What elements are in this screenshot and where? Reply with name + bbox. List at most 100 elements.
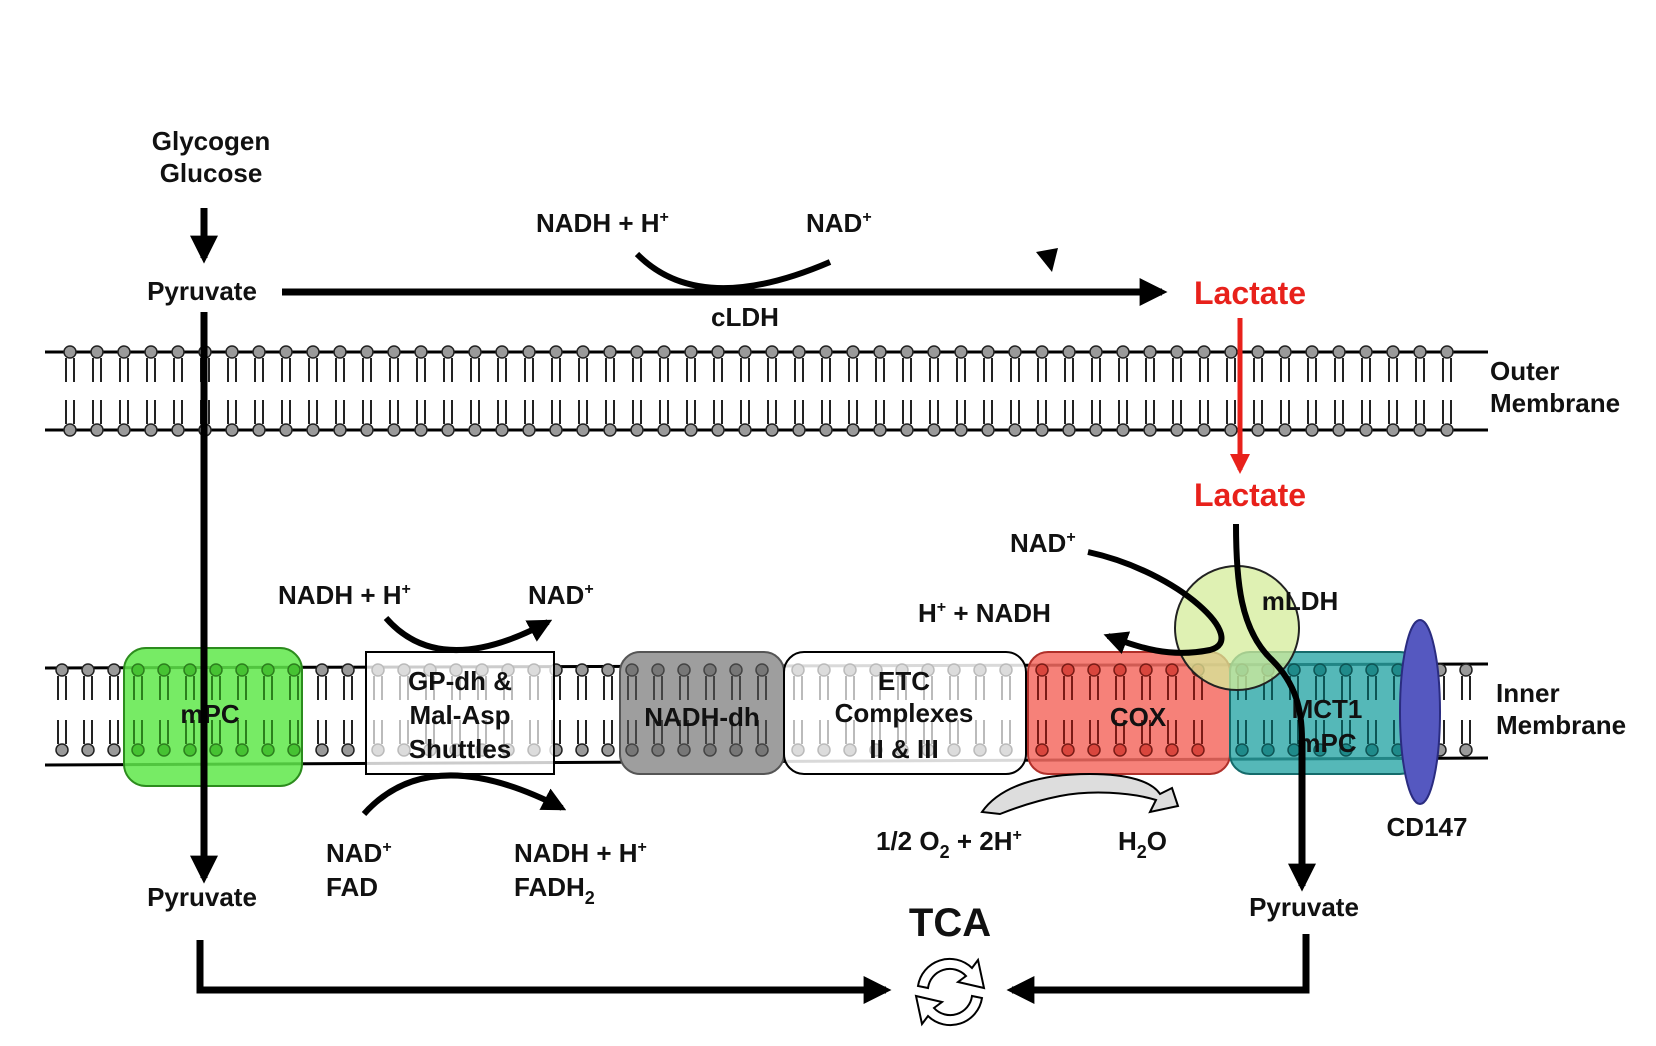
etc-complexes: ETC Complexes II & III	[783, 651, 1027, 775]
etc-label-1: ETC	[878, 666, 930, 696]
arrowhead-glyph	[1036, 248, 1058, 272]
lipid-molecule	[423, 663, 437, 757]
lipid-molecule	[371, 663, 385, 757]
lipid-molecule	[1359, 345, 1373, 437]
pyruvate-right-label: Pyruvate	[1249, 892, 1359, 922]
lipid-molecule	[1278, 345, 1292, 437]
lipid-molecule	[449, 663, 463, 757]
mldh-reaction-curve	[1087, 549, 1225, 656]
lipid-molecule	[817, 663, 831, 757]
lipid-molecule	[1440, 345, 1454, 437]
lipid-molecule	[1116, 345, 1130, 437]
lipid-molecule	[315, 663, 329, 757]
tca-cycle-icon	[914, 957, 986, 1027]
fad-bottom-label: FAD	[326, 872, 378, 902]
lipid-molecule	[973, 663, 987, 757]
pyruvate-left-label: Pyruvate	[147, 882, 257, 912]
lipid-molecule	[819, 345, 833, 437]
shuttles-box: GP-dh & Mal-Asp Shuttles	[365, 651, 555, 775]
nad-mldh-label: NAD+	[1010, 528, 1076, 558]
lipid-molecule	[999, 663, 1013, 757]
inner-membrane-label-2: Membrane	[1496, 710, 1626, 740]
lipid-molecule	[1062, 345, 1076, 437]
cox-reaction-arrow	[980, 772, 1180, 816]
lipid-molecule	[657, 345, 671, 437]
lipid-molecule	[144, 345, 158, 437]
lipid-molecule	[1113, 663, 1127, 757]
mpc-transporter: mPC	[123, 647, 303, 787]
lipid-molecule	[306, 345, 320, 437]
lipid-molecule	[333, 345, 347, 437]
outer-membrane-label-1: Outer	[1490, 356, 1559, 386]
lipid-molecule	[1139, 663, 1153, 757]
lipid-molecule	[921, 663, 935, 757]
lipid-molecule	[1459, 663, 1473, 757]
lipid-molecule	[729, 663, 743, 757]
glucose-label: Glucose	[160, 158, 263, 188]
lipid-molecule	[792, 345, 806, 437]
outer-membrane-label-2: Membrane	[1490, 388, 1620, 418]
tca-label: TCA	[909, 901, 991, 945]
lipid-molecule	[895, 663, 909, 757]
lipid-molecule	[261, 663, 275, 757]
lipid-molecule	[522, 345, 536, 437]
lipid-molecule	[1332, 345, 1346, 437]
h2o-label: H2O	[1118, 826, 1167, 862]
lipid-molecule	[209, 663, 223, 757]
lipid-molecule	[1165, 663, 1179, 757]
lipid-molecule	[157, 663, 171, 757]
lipid-molecule	[601, 663, 615, 757]
pyruvate-top-label: Pyruvate	[147, 276, 257, 306]
lipid-molecule	[225, 345, 239, 437]
lipid-molecule	[1251, 345, 1265, 437]
lipid-molecule	[235, 663, 249, 757]
outer-membrane	[45, 345, 1488, 437]
lipid-molecule	[279, 345, 293, 437]
left-to-tca-arrow	[196, 940, 892, 1004]
lipid-molecule	[576, 345, 590, 437]
lipid-molecule	[55, 663, 69, 757]
mldh-label: mLDH	[1262, 586, 1339, 616]
lipid-molecule	[684, 345, 698, 437]
lipid-molecule	[549, 345, 563, 437]
lactate-into-matrix-curve	[1233, 523, 1305, 741]
lipid-molecule	[981, 345, 995, 437]
lipid-molecule	[1339, 663, 1353, 757]
fadh2-bottom-label: FADH2	[514, 872, 595, 908]
lipid-molecule	[171, 345, 185, 437]
lipid-molecule	[131, 663, 145, 757]
shuttles-label-1: GP-dh &	[408, 666, 512, 696]
cox-label: COX	[1110, 702, 1167, 732]
lactate-top-label: Lactate	[1194, 275, 1306, 311]
lipid-molecule	[843, 663, 857, 757]
lipid-molecule	[252, 345, 266, 437]
nad-bottom-label: NAD+	[326, 838, 392, 868]
lipid-molecule	[81, 663, 95, 757]
nadh-dh-label: NADH-dh	[644, 702, 760, 732]
nad-shuttle-label: NAD+	[528, 580, 594, 610]
lipid-molecule	[1197, 345, 1211, 437]
lipid-molecule	[900, 345, 914, 437]
h-nadh-label: H+ + NADH	[918, 598, 1051, 628]
glycogen-label: Glycogen	[152, 126, 270, 156]
cldh-curve	[634, 251, 832, 292]
lipid-molecule	[1087, 663, 1101, 757]
lipid-molecule	[1305, 345, 1319, 437]
lipid-molecule	[441, 345, 455, 437]
o2-label: 1/2 O2 + 2H+	[876, 826, 1022, 862]
lipid-molecule	[495, 345, 509, 437]
mct1-label-2: mPC	[1297, 728, 1356, 758]
lipid-molecule	[1089, 345, 1103, 437]
lipid-molecule	[183, 663, 197, 757]
lipid-molecule	[387, 345, 401, 437]
shuttles-label-2: Mal-Asp	[409, 700, 510, 730]
shuttle-bottom-curve	[361, 772, 567, 816]
lipid-molecule	[846, 345, 860, 437]
mpc-label: mPC	[180, 699, 239, 729]
lipid-molecule	[954, 345, 968, 437]
lipid-molecule	[468, 345, 482, 437]
lipid-molecule	[117, 345, 131, 437]
etc-label-3: II & III	[869, 734, 938, 764]
lipid-molecule	[341, 663, 355, 757]
